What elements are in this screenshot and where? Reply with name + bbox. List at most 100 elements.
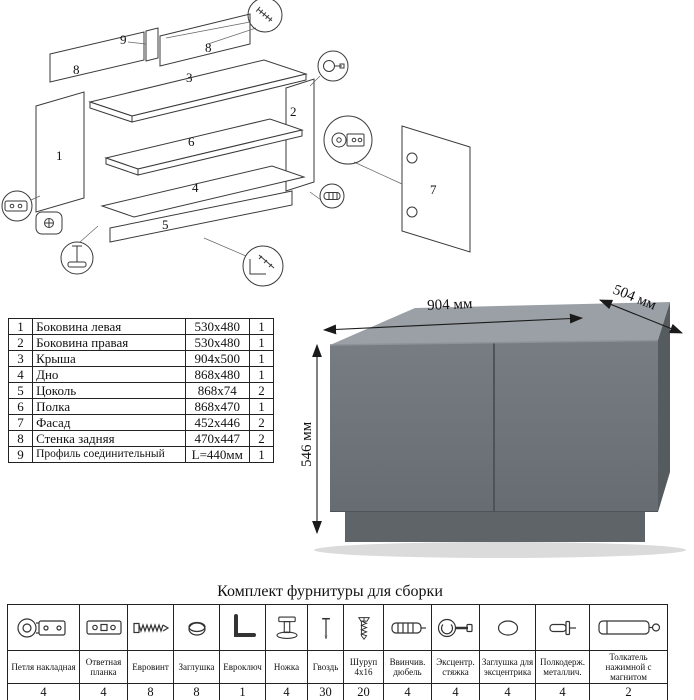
part-label-8: 8 xyxy=(205,40,212,55)
parts-row: 1 Боковина левая 530x480 1 xyxy=(7,318,275,335)
callout-profile xyxy=(242,245,284,287)
hardware-qty: 2 xyxy=(589,683,668,700)
hardware-icon-cell xyxy=(589,604,668,651)
hardware-qty: 4 xyxy=(479,683,536,700)
shelf-support-icon xyxy=(548,620,576,635)
part-size: 452x446 xyxy=(184,414,250,431)
width-dimension-arrow xyxy=(322,313,584,335)
part-label-5: 5 xyxy=(162,217,169,232)
part-num: 5 xyxy=(7,382,34,399)
part-label-9: 9 xyxy=(120,32,127,47)
door-gap xyxy=(493,342,495,512)
hardware-name: Заглушка для эксцентрика xyxy=(479,649,536,685)
foot-detail-icon xyxy=(67,245,87,268)
hardware-name: Евроключ xyxy=(219,649,266,685)
height-dimension-label: 546 мм xyxy=(300,421,315,467)
hardware-qty: 4 xyxy=(79,683,128,700)
profile-detail-icon xyxy=(249,254,275,275)
hardware-qty: 1 xyxy=(219,683,266,700)
cabinet-shadow xyxy=(314,542,686,558)
part-size: 530x480 xyxy=(184,318,250,335)
callout-striker-plate xyxy=(1,190,33,222)
hardware-name: Евровинт xyxy=(127,649,174,685)
back-panel-right xyxy=(159,13,251,67)
parts-row: 4 Дно 868x480 1 xyxy=(7,366,275,383)
part-name: Крыша xyxy=(32,350,186,367)
top-edge-highlight xyxy=(329,339,659,346)
part-num: 9 xyxy=(7,446,34,463)
part-num: 8 xyxy=(7,430,34,447)
back-panel-left xyxy=(49,31,145,83)
parts-row: 9 Профиль соединительный L=440мм 1 xyxy=(7,446,275,463)
hardware-qty: 4 xyxy=(535,683,590,700)
hardware-qty: 4 xyxy=(431,683,480,700)
hardware-table: Петля накладная Ответная планка Евровинт… xyxy=(7,604,668,700)
hardware-qty: 4 xyxy=(265,683,308,700)
cap-icon xyxy=(187,621,206,636)
part-size: 868x480 xyxy=(184,366,250,383)
part-label-4: 4 xyxy=(192,180,199,195)
part-name: Боковина левая xyxy=(32,318,186,335)
hardware-icon-cell xyxy=(479,604,536,651)
hardware-kit-title: Комплект фурнитуры для сборки xyxy=(217,583,443,600)
screw-dowel-icon xyxy=(390,621,426,634)
exploded-view-diagram: 1 2 3 4 5 6 7 8 8 9 xyxy=(1,0,471,287)
connecting-profile xyxy=(145,27,159,62)
part-size: 904x500 xyxy=(184,350,250,367)
hardware-icon-cell xyxy=(431,604,480,651)
hardware-name: Полкодерж. металлич. xyxy=(535,649,590,685)
part-name: Стенка задняя xyxy=(32,430,186,447)
callout-dowel xyxy=(319,183,345,209)
hardware-icon-cell xyxy=(383,604,432,651)
callout-cam-lock xyxy=(317,50,349,82)
hardware-icon-cell xyxy=(535,604,590,651)
part-name: Профиль соединительный xyxy=(32,446,186,463)
part-qty: 1 xyxy=(248,334,275,351)
hardware-qty: 8 xyxy=(127,683,174,700)
part-qty: 2 xyxy=(248,430,275,447)
cam-cap-icon xyxy=(497,619,518,636)
part-qty: 1 xyxy=(248,350,275,367)
screw-icon xyxy=(357,616,370,640)
parts-row: 5 Цоколь 868x74 2 xyxy=(7,382,275,399)
hardware-icon-cell xyxy=(7,604,80,651)
cabinet-top-face xyxy=(330,302,670,345)
part-qty: 1 xyxy=(248,446,275,463)
part-name: Цоколь xyxy=(32,382,186,399)
cam-lock-detail-icon xyxy=(323,60,345,72)
hinge-detail-icon xyxy=(331,132,365,148)
hardware-icon-cell xyxy=(265,604,308,651)
hardware-qty: 20 xyxy=(343,683,384,700)
hardware-icon-cell xyxy=(219,604,266,651)
part-qty: 1 xyxy=(248,366,275,383)
callout-profile-screw xyxy=(247,0,283,33)
striker-plate-icon xyxy=(85,619,122,635)
hardware-icon-cell xyxy=(343,604,384,651)
hardware-name: Ответная планка xyxy=(79,649,128,685)
hardware-icons-row xyxy=(7,604,668,651)
parts-row: 3 Крыша 904x500 1 xyxy=(7,350,275,367)
part-label-8: 8 xyxy=(73,62,80,77)
part-qty: 1 xyxy=(248,398,275,415)
hardware-name: Ввинчив. дюбель xyxy=(383,649,432,685)
plinth-panel xyxy=(109,190,293,243)
part-size: 868x470 xyxy=(184,398,250,415)
hardware-icon-cell xyxy=(307,604,344,651)
hinge-cup-hole xyxy=(406,152,418,164)
part-num: 1 xyxy=(7,318,34,335)
hinge-icon xyxy=(16,617,66,638)
hardware-icon-cell xyxy=(173,604,220,651)
hardware-qty: 30 xyxy=(307,683,344,700)
part-qty: 2 xyxy=(248,382,275,399)
part-label-2: 2 xyxy=(290,104,297,119)
hardware-name: Эксцентр. стяжка xyxy=(431,649,480,685)
confirmat-screw-icon xyxy=(132,622,169,633)
cabinet-3d-render: 904 мм 504 мм 546 мм xyxy=(300,285,686,558)
hardware-icon-cell xyxy=(127,604,174,651)
callout-hinge xyxy=(323,115,373,165)
cabinet-plinth xyxy=(345,512,645,542)
hardware-qty-row: 4 4 8 8 1 4 30 20 4 4 4 4 2 xyxy=(7,683,668,700)
part-name: Полка xyxy=(32,398,186,415)
part-num: 6 xyxy=(7,398,34,415)
left-side-panel xyxy=(35,91,85,213)
